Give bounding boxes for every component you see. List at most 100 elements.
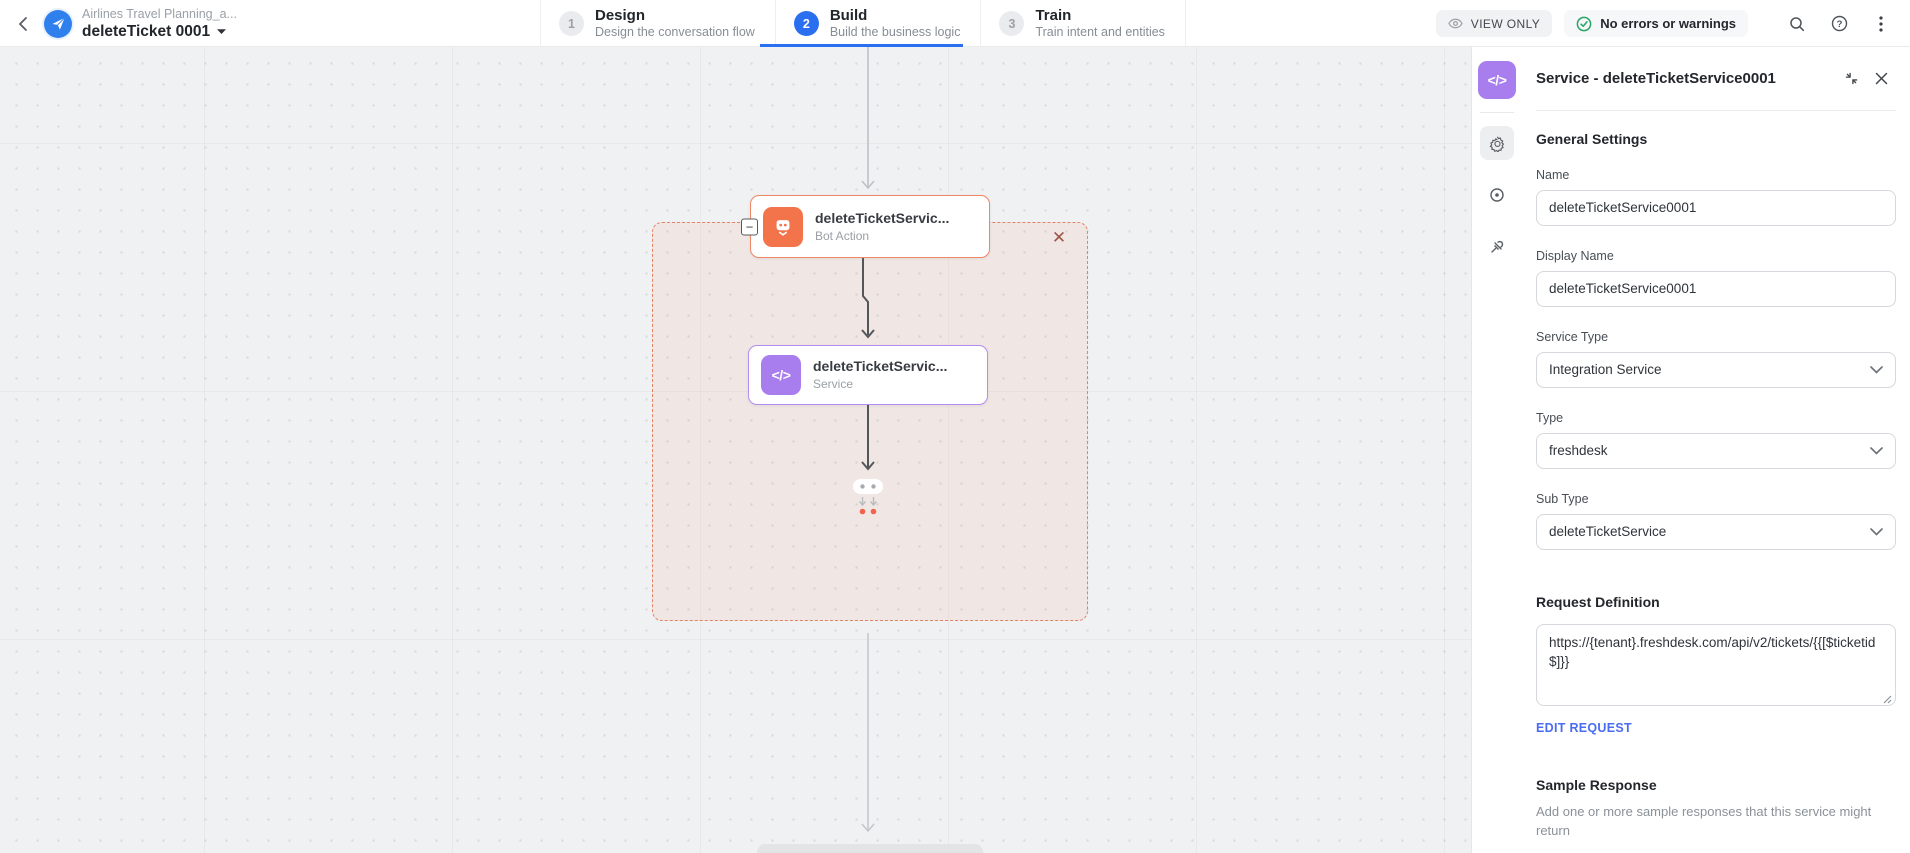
node-title: deleteTicketServic...: [813, 358, 948, 374]
panel-body: General Settings Name Display Name Servi…: [1536, 111, 1896, 853]
general-settings-heading: General Settings: [1536, 130, 1648, 147]
plug-icon: [1491, 240, 1504, 253]
top-bar-right: VIEW ONLY No errors or warnings ?: [1435, 0, 1910, 47]
help-button[interactable]: ?: [1824, 9, 1854, 39]
panel-icon-rail: </>: [1472, 47, 1522, 853]
sub-type-select[interactable]: deleteTicketService: [1536, 513, 1896, 550]
lifecycle-tabs: 1 Design Design the conversation flow 2 …: [540, 0, 1186, 47]
sub-type-value: deleteTicketService: [1549, 524, 1667, 540]
tab-build[interactable]: 2 Build Build the business logic: [774, 0, 981, 47]
tab-design[interactable]: 1 Design Design the conversation flow: [540, 0, 775, 47]
collapse-panel-button[interactable]: [1836, 63, 1866, 93]
eye-icon: [1448, 18, 1463, 29]
top-bar-left: Airlines Travel Planning_a... deleteTick…: [0, 0, 237, 47]
top-bar: Airlines Travel Planning_a... deleteTick…: [0, 0, 1910, 47]
tab-label: Design: [595, 7, 646, 24]
tab-text: Build Build the business logic: [830, 7, 961, 40]
service-type-label: Service Type: [1536, 329, 1609, 344]
request-url-textarea[interactable]: https://{tenant}.freshdesk.com/api/v2/ti…: [1536, 623, 1896, 706]
collapse-icon: [1845, 72, 1857, 85]
tab-text: Design Design the conversation flow: [595, 7, 755, 40]
display-name-input[interactable]: [1536, 270, 1896, 307]
chevron-left-icon: [18, 16, 27, 31]
back-button[interactable]: [10, 11, 36, 37]
close-panel-button[interactable]: [1866, 63, 1896, 93]
node-title: deleteTicketServic...: [815, 209, 950, 226]
status-badge: No errors or warnings: [1564, 10, 1748, 37]
name-input[interactable]: [1536, 189, 1896, 226]
sub-type-label: Sub Type: [1536, 491, 1589, 506]
service-code-icon: </>: [761, 355, 801, 395]
node-texts: deleteTicketServic... Bot Action: [815, 210, 949, 244]
tab-sublabel: Train intent and entities: [1035, 25, 1165, 39]
bot-logo: [44, 9, 72, 38]
region-close-button[interactable]: ✕: [1048, 227, 1070, 249]
next-node-stub: [757, 844, 983, 853]
tab-sublabel: Build the business logic: [829, 25, 961, 39]
node-bot-action[interactable]: − deleteTicketServic... Bot Action: [741, 195, 990, 258]
plug-tab-button[interactable]: [1480, 230, 1514, 264]
connection-end-marker: [853, 479, 883, 515]
bot-action-icon: [763, 206, 803, 247]
status-label: No errors or warnings: [1600, 16, 1736, 31]
code-icon: </>: [1487, 72, 1507, 88]
service-type-select[interactable]: Integration Service: [1536, 351, 1896, 388]
chevron-down-icon: [217, 28, 227, 34]
paper-plane-icon: [51, 17, 65, 30]
divider: [1480, 112, 1514, 113]
panel-header: Service - deleteTicketService0001: [1536, 47, 1896, 111]
view-only-label: VIEW ONLY: [1470, 16, 1541, 31]
bot-switcher[interactable]: deleteTicket 0001: [82, 22, 237, 41]
chevron-down-icon: [1870, 528, 1883, 536]
bot-name: deleteTicket 0001: [82, 22, 211, 40]
panel-title: Service - deleteTicketService0001: [1536, 69, 1776, 87]
step-number: 2: [793, 11, 819, 36]
connector-lines: [757, 47, 983, 853]
sample-response-description: Add one or more sample responses that th…: [1536, 803, 1872, 839]
tab-sublabel: Design the conversation flow: [595, 25, 755, 39]
svg-text:?: ?: [1836, 19, 1842, 30]
bot-titles: Airlines Travel Planning_a... deleteTick…: [82, 7, 237, 41]
connections-tab-button[interactable]: [1480, 178, 1514, 212]
help-icon: ?: [1831, 15, 1847, 32]
tab-label: Build: [829, 7, 868, 24]
node-subtitle: Bot Action: [815, 228, 870, 243]
flow-canvas[interactable]: ✕: [0, 47, 1471, 853]
chevron-down-icon: [1870, 447, 1883, 455]
gear-icon: [1489, 135, 1504, 152]
project-name: Airlines Travel Planning_a...: [82, 6, 237, 21]
node-texts: deleteTicketServic... Service: [813, 358, 947, 392]
bot-action-group-region[interactable]: [652, 222, 1088, 621]
step-number: 3: [999, 11, 1025, 36]
tab-train[interactable]: 3 Train Train intent and entities: [980, 0, 1186, 47]
type-select[interactable]: freshdesk: [1536, 432, 1896, 469]
close-icon: [1875, 72, 1887, 85]
step-number: 1: [559, 11, 584, 36]
display-name-label: Display Name: [1536, 248, 1614, 263]
collapse-group-button[interactable]: −: [741, 218, 758, 235]
kebab-icon: [1879, 15, 1883, 32]
check-circle-icon: [1576, 16, 1592, 31]
panel-content: Service - deleteTicketService0001 Genera…: [1522, 47, 1910, 853]
node-service[interactable]: </> deleteTicketServic... Service: [748, 345, 988, 405]
search-button[interactable]: [1782, 9, 1812, 39]
target-icon: [1490, 188, 1504, 202]
tab-label: Train: [1035, 7, 1072, 24]
tab-text: Train Train intent and entities: [1035, 7, 1164, 40]
service-type-value: Integration Service: [1549, 362, 1662, 378]
view-only-badge: VIEW ONLY: [1435, 10, 1553, 37]
request-definition-heading: Request Definition: [1536, 593, 1660, 610]
service-properties-panel: </> Service - deleteTicketService0001: [1471, 47, 1910, 853]
search-icon: [1790, 16, 1805, 31]
sample-response-heading: Sample Response: [1536, 776, 1657, 793]
more-menu-button[interactable]: [1866, 9, 1896, 39]
type-label: Type: [1536, 410, 1564, 425]
type-value: freshdesk: [1549, 443, 1608, 459]
edit-request-link[interactable]: EDIT REQUEST: [1536, 720, 1632, 735]
node-subtitle: Service: [813, 377, 854, 391]
name-label: Name: [1536, 167, 1570, 182]
settings-tab-button[interactable]: [1480, 126, 1514, 160]
active-tab-indicator: [760, 44, 963, 47]
service-node-type-button[interactable]: </>: [1478, 61, 1516, 99]
